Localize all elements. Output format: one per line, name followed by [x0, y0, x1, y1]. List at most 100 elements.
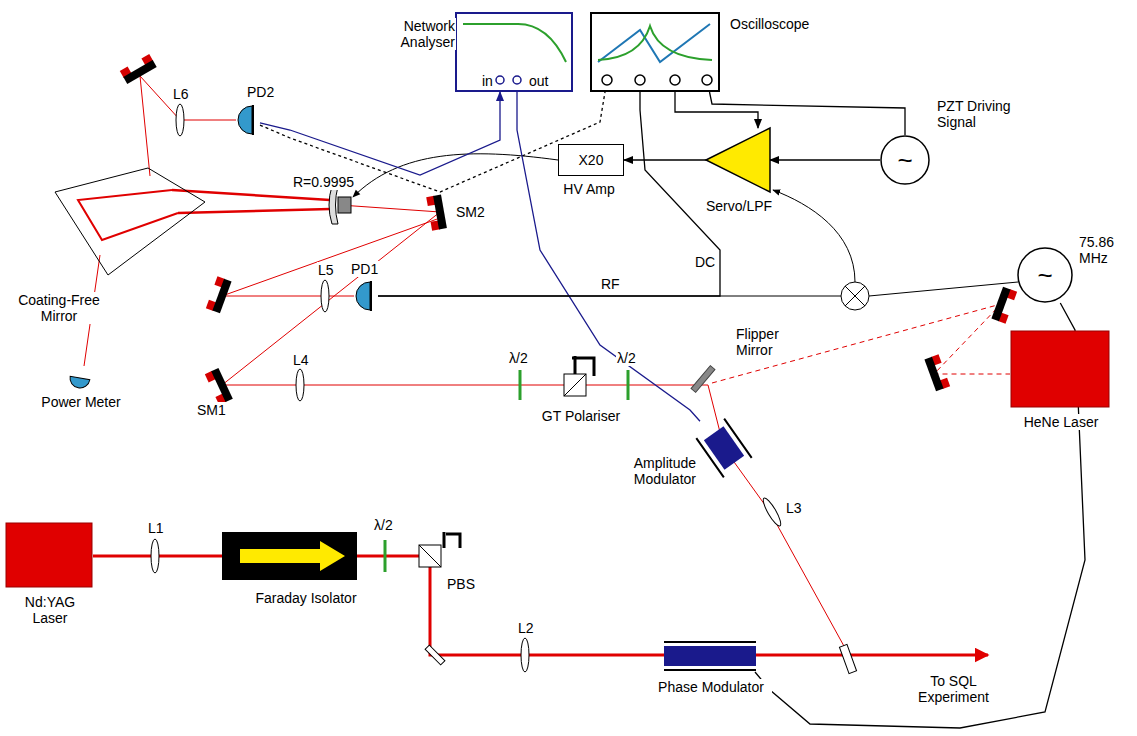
shape-outline [370, 281, 372, 311]
optical-parts [176, 104, 184, 136]
node-label: out [528, 73, 549, 89]
part-label: PBS [446, 576, 476, 592]
shape-outline [6, 523, 92, 587]
node-label: 75.86 MHz [1078, 234, 1132, 266]
optical-parts [151, 539, 159, 573]
modulator: Amplitude Modulator [700, 418, 748, 478]
part-label: L1 [147, 520, 165, 536]
signal-wire [624, 159, 706, 160]
optical-parts [425, 645, 445, 665]
node-label: Oscilloscope [729, 16, 810, 32]
main-beam [712, 304, 1010, 383]
part-label: L6 [172, 86, 190, 102]
shape-outline [664, 642, 756, 670]
signal-generator: ~PZT Driving Signal [880, 135, 930, 185]
node-shape [236, 104, 260, 136]
node-label: PD1 [350, 261, 379, 277]
signal-wire [517, 92, 700, 421]
shape-outline [1018, 248, 1072, 302]
part-label: To SQL Experiment [905, 673, 1002, 705]
optical-parts [205, 368, 233, 405]
servo-amplifier: Servo/LPF [706, 128, 770, 192]
main-beam [222, 218, 440, 296]
main-beam [140, 76, 236, 176]
optical-parts [55, 54, 1017, 674]
instrument-screens [635, 75, 645, 85]
optical-parts [55, 168, 205, 275]
signal-wire [710, 92, 906, 135]
modulator: Phase Modulator [660, 640, 760, 672]
node-shape [5, 522, 93, 588]
instrument-screens [670, 75, 680, 85]
node-shape [457, 14, 571, 90]
part-label: L4 [292, 352, 310, 368]
optical-parts [240, 541, 345, 571]
photodiode: PD1 [354, 280, 378, 312]
optical-parts [761, 496, 784, 528]
part-label: Power Meter [35, 394, 127, 410]
shape-outline [356, 282, 370, 310]
node-label: Amplitude Modulator [585, 455, 697, 487]
shape-outline [706, 128, 770, 192]
optical-parts [924, 354, 950, 391]
signal-wire [378, 92, 720, 296]
fixed-wiring [845, 286, 865, 306]
part-label: Flipper Mirror [735, 326, 799, 358]
part-label: L2 [517, 620, 535, 636]
node-shape [706, 128, 770, 192]
main-beam [78, 76, 1010, 657]
node-label: PD2 [246, 84, 275, 100]
part-label: λ/2 [616, 350, 637, 366]
optical-parts [338, 197, 351, 213]
part-label: RF [600, 276, 621, 292]
main-beam [222, 205, 850, 657]
optical-parts [329, 186, 338, 224]
node-shape [354, 280, 378, 312]
signal-wire [770, 159, 880, 160]
part-label: GT Polariser [535, 408, 627, 424]
instrument-screens [602, 75, 612, 85]
part-label: λ/2 [508, 350, 529, 366]
node-label: Nd:YAG Laser [5, 594, 95, 626]
optical-parts [521, 638, 529, 672]
signal-wire [675, 92, 758, 128]
part-label: λ/2 [373, 517, 394, 533]
shape-outline [252, 105, 254, 135]
node-shape [700, 418, 748, 478]
optical-parts [120, 54, 157, 84]
part-label: SM2 [455, 204, 486, 220]
optical-parts [444, 532, 460, 548]
fixed-wiring [773, 190, 855, 282]
instrument-screens [598, 24, 710, 62]
fixed-wiring [353, 154, 558, 197]
optical-parts [691, 366, 715, 393]
optical-parts [206, 276, 232, 313]
node-shape [592, 14, 718, 90]
optical-parts [426, 195, 447, 231]
wire-label: DC [694, 254, 716, 270]
hv-amplifier: X20HV Amp [558, 144, 624, 176]
node-label: Network Analyser [390, 18, 456, 50]
instrument-screens [513, 76, 521, 84]
node-shape [660, 640, 760, 672]
shape-outline [881, 136, 929, 184]
node-text: ~ [1017, 247, 1073, 303]
fixed-wiring [869, 282, 1018, 296]
shape-outline [1011, 331, 1109, 407]
network-analyser: Network Analyserinout [455, 12, 573, 92]
optical-parts [839, 644, 856, 673]
optical-parts [419, 545, 441, 567]
modulator-body [696, 419, 751, 478]
instrument-screens [496, 76, 504, 84]
fixed-wiring [841, 282, 869, 310]
instrument-screens [702, 75, 712, 85]
part-label: R=0.9995 [292, 174, 355, 190]
optical-parts [222, 532, 357, 580]
laser: HeNe Laser [1010, 330, 1110, 408]
node-text: ~ [880, 135, 930, 185]
instrument-screens [463, 24, 712, 85]
part-label: L5 [317, 262, 335, 278]
shape-outline [704, 426, 744, 469]
signal-wire [260, 92, 500, 175]
